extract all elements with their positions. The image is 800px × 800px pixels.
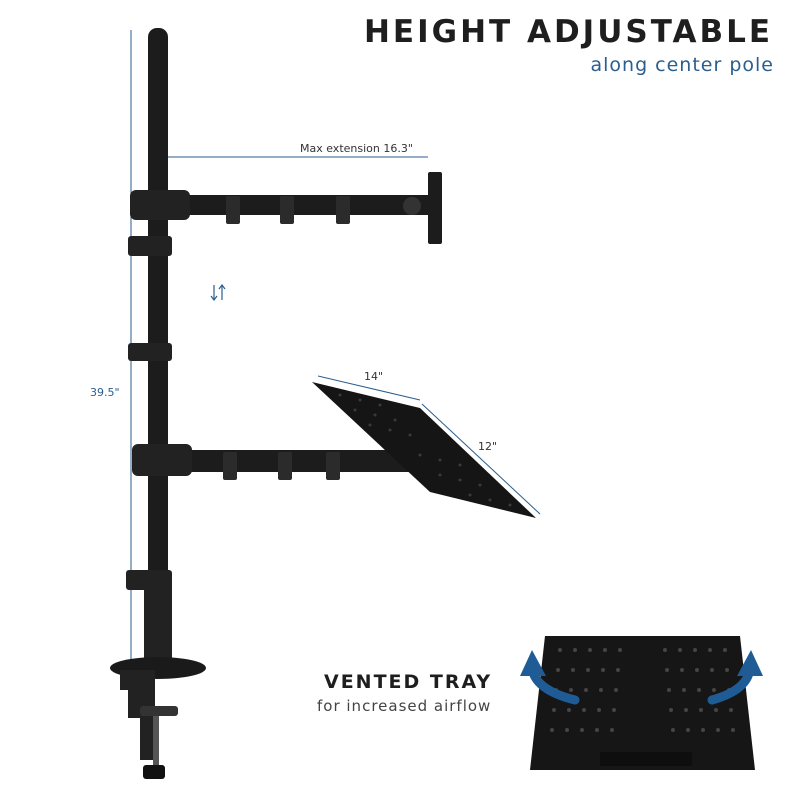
pole-base-sleeve	[144, 580, 172, 660]
headline: HEIGHT ADJUSTABLE	[363, 14, 773, 50]
upper-arm-joint	[130, 190, 190, 220]
cable-clip	[278, 452, 292, 480]
tray-width-label: 14"	[364, 370, 384, 383]
pole-height-label: 39.5"	[90, 386, 120, 399]
pole-collar	[126, 570, 172, 590]
tray-vent-holes	[338, 393, 512, 507]
vented-tray-title: VENTED TRAY	[324, 671, 493, 693]
max-extension-label: Max extension 16.3"	[300, 142, 413, 155]
tray-lip	[600, 752, 692, 766]
tray-depth-line	[421, 403, 541, 515]
tray-width-line	[317, 375, 421, 401]
lower-arm-joint	[132, 444, 192, 476]
cable-clip	[280, 196, 294, 224]
cable-clip	[336, 196, 350, 224]
pole-collar	[128, 343, 172, 361]
vented-tray-holes	[550, 648, 735, 732]
vesa-plate	[428, 172, 442, 244]
cable-clip	[326, 452, 340, 480]
upper-arm	[150, 195, 440, 215]
cable-clip	[226, 196, 240, 224]
subheadline: along center pole	[590, 54, 774, 76]
clamp-plate	[140, 706, 178, 716]
cable-clip	[223, 452, 237, 480]
clamp-knob	[143, 765, 165, 779]
up-down-arrows-icon	[210, 284, 226, 301]
vented-tray-subtitle: for increased airflow	[317, 697, 492, 715]
vented-tray-image	[530, 636, 755, 770]
desk-clamp	[120, 670, 155, 760]
airflow-arrowhead-left-icon	[520, 650, 546, 676]
tray-depth-label: 12"	[478, 440, 498, 453]
clamp-screw	[153, 716, 159, 766]
pole-collar	[128, 236, 172, 256]
airflow-arrowhead-right-icon	[737, 650, 763, 676]
tilt-knob	[403, 197, 421, 215]
